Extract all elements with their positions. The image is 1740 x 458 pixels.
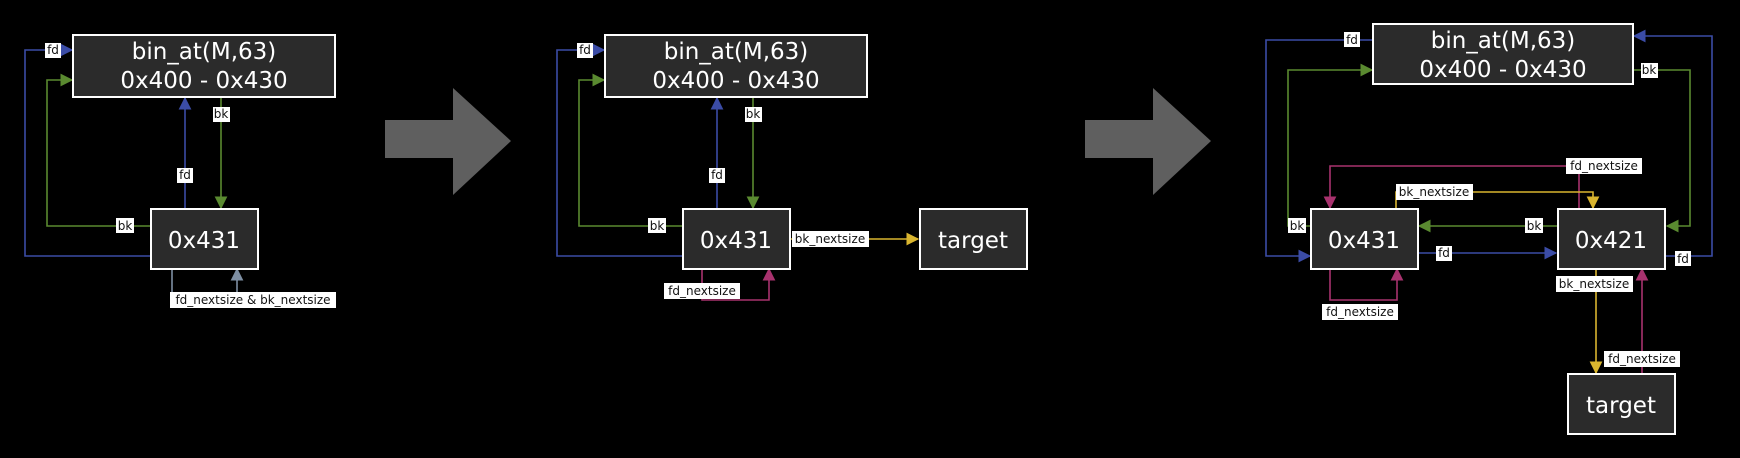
- p1-label-fd-mid: fd: [177, 168, 193, 183]
- p3-label-fd-nextsize-right: fd_nextsize: [1604, 351, 1680, 367]
- p2-bk-outer-edge: [578, 73, 682, 227]
- svg-text:fd_nextsize: fd_nextsize: [1608, 352, 1676, 366]
- p1-chunk-label: 0x431: [168, 228, 240, 254]
- svg-text:fd_nextsize & bk_nextsize: fd_nextsize & bk_nextsize: [175, 293, 330, 307]
- svg-text:fd: fd: [579, 43, 591, 57]
- p2-label-bk-side: bk: [648, 218, 666, 233]
- transition-arrow-2: [1085, 88, 1211, 195]
- p3-chunk-0x431-label: 0x431: [1328, 228, 1400, 254]
- p3-target-node: target: [1567, 373, 1676, 435]
- p2-target-node: target: [919, 208, 1028, 270]
- p1-bin-node: bin_at(M,63) 0x400 - 0x430: [72, 34, 336, 98]
- p1-label-fd-top: fd: [45, 43, 61, 58]
- svg-text:fd_nextsize: fd_nextsize: [1570, 159, 1638, 173]
- svg-text:fd: fd: [711, 168, 723, 182]
- p3-label-bk-nextsize-right: bk_nextsize: [1556, 276, 1633, 292]
- p2-label-fd-mid: fd: [709, 168, 725, 183]
- p3-label-fd-right: fd: [1675, 251, 1691, 266]
- p2-label-bk-top: bk: [745, 107, 762, 122]
- p2-label-fd-nextsize: fd_nextsize: [664, 283, 740, 299]
- svg-text:bk: bk: [214, 107, 229, 121]
- svg-text:fd: fd: [1438, 246, 1450, 260]
- svg-text:fd: fd: [1677, 252, 1689, 266]
- p3-bin-title: bin_at(M,63): [1431, 28, 1576, 54]
- p1-label-nextsize: fd_nextsize & bk_nextsize: [170, 292, 336, 308]
- p1-chunk-node: 0x431: [150, 208, 259, 270]
- p3-target-label: target: [1586, 393, 1656, 419]
- p1-label-bk-top: bk: [213, 107, 230, 122]
- p3-bin-node: bin_at(M,63) 0x400 - 0x430: [1372, 23, 1634, 85]
- p2-label-fd-top: fd: [577, 43, 593, 58]
- p1-label-bk-side: bk: [116, 218, 134, 233]
- p3-label-bk-left: bk: [1288, 218, 1306, 233]
- p2-bin-title: bin_at(M,63): [664, 39, 809, 65]
- svg-text:bk_nextsize: bk_nextsize: [1559, 277, 1629, 291]
- svg-text:bk: bk: [1642, 63, 1657, 77]
- p2-chunk-label: 0x431: [700, 228, 772, 254]
- svg-text:fd_nextsize: fd_nextsize: [668, 284, 736, 298]
- panel-2: bin_at(M,63) 0x400 - 0x430 0x431 target …: [556, 34, 1028, 301]
- p3-label-bk-right: bk: [1641, 63, 1658, 78]
- svg-text:fd: fd: [179, 168, 191, 182]
- p3-label-fd-mid: fd: [1436, 246, 1452, 261]
- p3-fd-nextsize-top-edge: [1323, 165, 1580, 210]
- p3-chunk-0x421-node: 0x421: [1557, 208, 1666, 270]
- p1-bin-range: 0x400 - 0x430: [120, 68, 287, 94]
- p3-label-bk-mid: bk: [1525, 218, 1543, 233]
- p3-label-bk-nextsize-top: bk_nextsize: [1396, 184, 1473, 200]
- p3-bk-bin-to-0x421-edge: [1634, 69, 1691, 233]
- p2-label-bk-nextsize: bk_nextsize: [792, 231, 869, 247]
- panel-1: bin_at(M,63) 0x400 - 0x430 0x431 fd bk f…: [24, 34, 336, 308]
- p3-label-fd-nextsize-top: fd_nextsize: [1566, 158, 1642, 174]
- transition-arrow-1: [385, 88, 511, 195]
- p2-bin-range: 0x400 - 0x430: [652, 68, 819, 94]
- p3-bin-range: 0x400 - 0x430: [1419, 57, 1586, 83]
- svg-text:bk_nextsize: bk_nextsize: [795, 232, 865, 246]
- svg-text:fd: fd: [47, 43, 59, 57]
- p2-chunk-node: 0x431: [682, 208, 791, 270]
- svg-text:bk: bk: [118, 219, 133, 233]
- svg-text:fd_nextsize: fd_nextsize: [1326, 305, 1394, 319]
- p1-bin-title: bin_at(M,63): [132, 39, 277, 65]
- p3-label-fd-nextsize-left: fd_nextsize: [1322, 304, 1398, 320]
- panel-3: bin_at(M,63) 0x400 - 0x430 0x431 0x421 t…: [1265, 23, 1713, 435]
- p3-chunk-0x421-label: 0x421: [1575, 228, 1647, 254]
- svg-text:bk_nextsize: bk_nextsize: [1399, 185, 1469, 199]
- svg-text:bk: bk: [1527, 219, 1542, 233]
- p2-bin-node: bin_at(M,63) 0x400 - 0x430: [604, 34, 868, 98]
- p3-chunk-0x431-node: 0x431: [1310, 208, 1419, 270]
- p1-bk-outer-edge: [46, 73, 150, 227]
- p3-label-fd-top: fd: [1344, 32, 1360, 47]
- svg-text:bk: bk: [746, 107, 761, 121]
- svg-text:bk: bk: [650, 219, 665, 233]
- p3-fd-bin-to-0x431-edge: [1265, 39, 1372, 263]
- svg-text:fd: fd: [1346, 33, 1358, 47]
- svg-text:bk: bk: [1290, 219, 1305, 233]
- p3-fd-nextsize-self-edge: [1329, 267, 1404, 301]
- p2-target-label: target: [938, 228, 1008, 254]
